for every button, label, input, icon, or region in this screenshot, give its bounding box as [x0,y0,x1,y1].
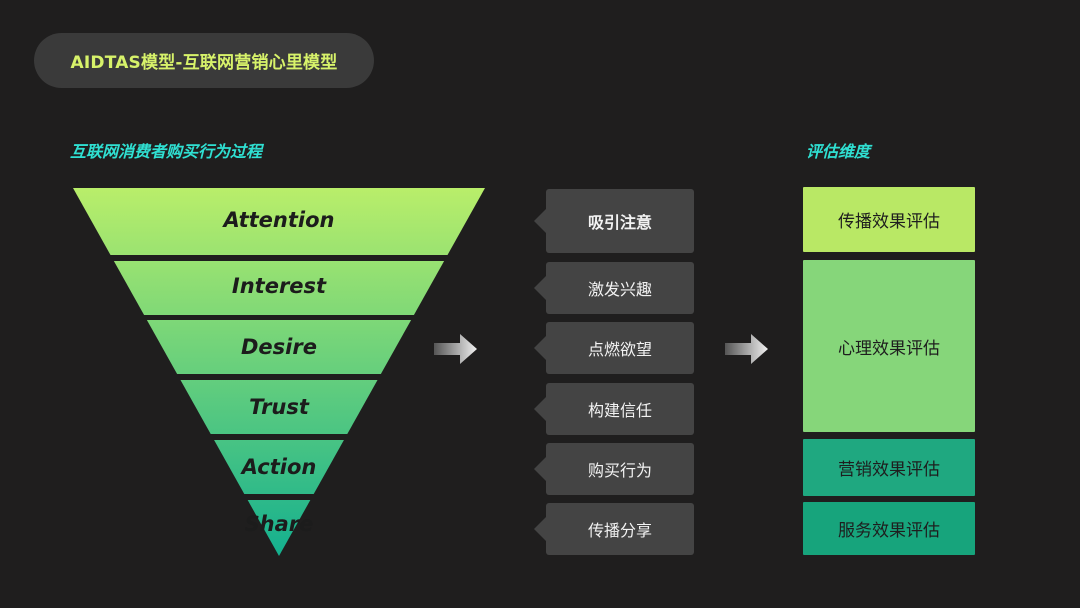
stage-box-trust: 构建信任 [534,383,694,435]
funnel-label-attention: Attention [222,208,335,232]
stage-box-action: 购买行为 [534,443,694,495]
funnel-layer-share [247,500,311,556]
funnel-label-desire: Desire [241,335,317,359]
funnel-label-trust: Trust [249,395,310,419]
funnel-label-action: Action [240,455,317,479]
funnel-label-share: Share [245,512,314,536]
funnel-layer-action [214,440,344,494]
funnel-label-interest: Interest [232,274,327,298]
dimension-service-effect: 服务效果评估 [803,502,975,555]
funnel-layer-interest [113,261,445,315]
arrow-right-icon [725,334,768,364]
dimensions-section-label: 评估维度 [806,142,871,161]
funnel-layer-attention [73,188,485,255]
stage-box-interest: 激发兴趣 [534,262,694,314]
dimension-communication-effect: 传播效果评估 [803,187,975,252]
page-title: AIDTAS模型-互联网营销心里模型 [34,33,374,88]
funnel-section-label: 互联网消费者购买行为过程 [70,142,263,161]
arrow-right-icon [434,334,477,364]
dimension-psychological-effect: 心理效果评估 [803,260,975,432]
stage-box-attention: 吸引注意 [534,189,694,253]
funnel-layer-desire [146,320,412,374]
stage-box-share: 传播分享 [534,503,694,555]
dimension-marketing-effect: 营销效果评估 [803,439,975,496]
stage-box-desire: 点燃欲望 [534,322,694,374]
funnel-layer-trust [180,380,378,434]
